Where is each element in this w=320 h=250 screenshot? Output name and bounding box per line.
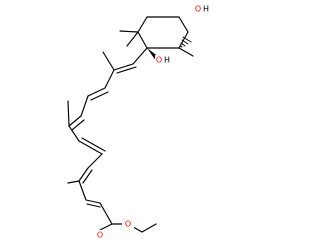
bond [80,95,89,117]
bond [178,16,189,33]
hashed-bond [179,36,192,48]
bond [81,137,106,152]
gem-dimethyl [119,30,139,47]
bond [68,115,82,127]
bond [116,66,137,74]
bond [178,47,194,57]
bond [78,140,103,155]
polyene-chain [67,47,157,233]
bond [141,223,157,233]
hydroxyl-lower: O H [155,55,173,66]
bond [137,31,148,49]
bond [126,31,139,47]
bond [90,91,109,101]
cyclohexane-ring [137,16,189,49]
bond [78,180,87,201]
carbonyl-oxygen: O [94,230,106,241]
bond [113,63,134,71]
bond [68,125,80,142]
oxygen-label: O [195,5,201,14]
bond [87,87,106,97]
bond [104,69,115,89]
hydroxyl-upper: O H [194,4,212,15]
bond [102,51,115,71]
bond [119,30,139,33]
bond [99,202,113,225]
bond [78,167,89,182]
oxygen-label: O [97,231,103,240]
bond [137,16,148,33]
bond [99,223,113,231]
hydrogen-label: H [203,5,209,14]
ester-oxygen: O [122,219,134,230]
bond [67,180,80,184]
bond [85,199,101,204]
bond [87,153,103,169]
bond [132,47,148,65]
bond [178,31,189,49]
hydrogen-label: H [164,56,170,65]
oxygen-label: O [156,56,162,65]
chemical-structure: O H O H O O [67,4,212,241]
bond [71,119,85,131]
bond [86,203,101,208]
bond [82,169,93,184]
oxygen-label: O [125,220,131,229]
bond [67,100,70,127]
